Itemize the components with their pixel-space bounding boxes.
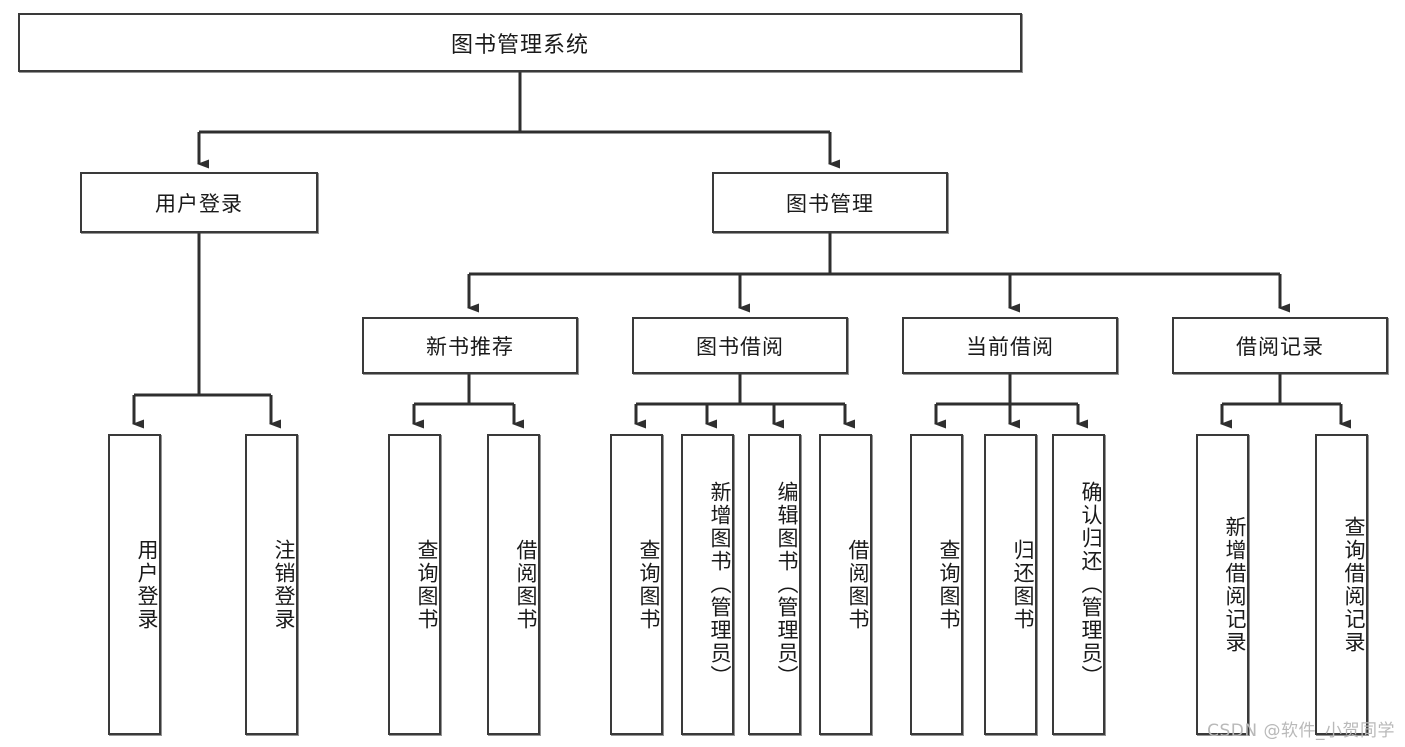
node-label: 新增图书（管理员） [708, 481, 732, 688]
node-label: 图书借阅 [696, 334, 784, 359]
node-label: 归还图书 [1011, 538, 1035, 631]
node-book-borrow[interactable]: 图书借阅 [632, 317, 848, 374]
node-label: 借阅图书 [846, 538, 870, 631]
node-label: 查询图书 [637, 538, 661, 631]
node-label: 新书推荐 [426, 334, 514, 359]
node-user-login[interactable]: 用户登录 [80, 172, 318, 233]
leaf-query-books-current[interactable]: 查询图书 [910, 434, 963, 735]
node-label: 编辑图书（管理员） [775, 481, 799, 688]
node-label: 新增借阅记录 [1223, 515, 1247, 654]
node-borrow-records[interactable]: 借阅记录 [1172, 317, 1388, 374]
node-label: 图书管理 [786, 191, 874, 216]
node-label: 查询借阅记录 [1342, 515, 1366, 654]
node-label: 查询图书 [415, 538, 439, 631]
leaf-add-book-admin[interactable]: 新增图书（管理员） [681, 434, 734, 735]
leaf-query-borrow-record[interactable]: 查询借阅记录 [1315, 434, 1368, 735]
node-label: 借阅图书 [514, 538, 538, 631]
node-label: 用户登录 [135, 538, 159, 631]
node-label: 注销登录 [272, 538, 296, 631]
leaf-add-borrow-record[interactable]: 新增借阅记录 [1196, 434, 1249, 735]
node-label: 确认归还（管理员） [1079, 481, 1103, 688]
leaf-user-login[interactable]: 用户登录 [108, 434, 161, 735]
node-label: 当前借阅 [966, 334, 1054, 359]
leaf-borrow-books-recommend[interactable]: 借阅图书 [487, 434, 540, 735]
node-label: 借阅记录 [1236, 334, 1324, 359]
leaf-logout[interactable]: 注销登录 [245, 434, 298, 735]
node-new-book-recommend[interactable]: 新书推荐 [362, 317, 578, 374]
leaf-borrow-books[interactable]: 借阅图书 [819, 434, 872, 735]
leaf-return-books[interactable]: 归还图书 [984, 434, 1037, 735]
leaf-query-books-recommend[interactable]: 查询图书 [388, 434, 441, 735]
node-current-borrow[interactable]: 当前借阅 [902, 317, 1118, 374]
node-label: 图书管理系统 [450, 32, 589, 58]
node-label: 用户登录 [155, 191, 243, 216]
node-label: 查询图书 [937, 538, 961, 631]
leaf-edit-book-admin[interactable]: 编辑图书（管理员） [748, 434, 801, 735]
node-book-management[interactable]: 图书管理 [712, 172, 948, 233]
csdn-watermark: CSDN @软件_小贺同学 [1207, 721, 1395, 741]
node-root-system[interactable]: 图书管理系统 [18, 13, 1022, 72]
leaf-confirm-return-admin[interactable]: 确认归还（管理员） [1052, 434, 1105, 735]
leaf-query-books-borrow[interactable]: 查询图书 [610, 434, 663, 735]
